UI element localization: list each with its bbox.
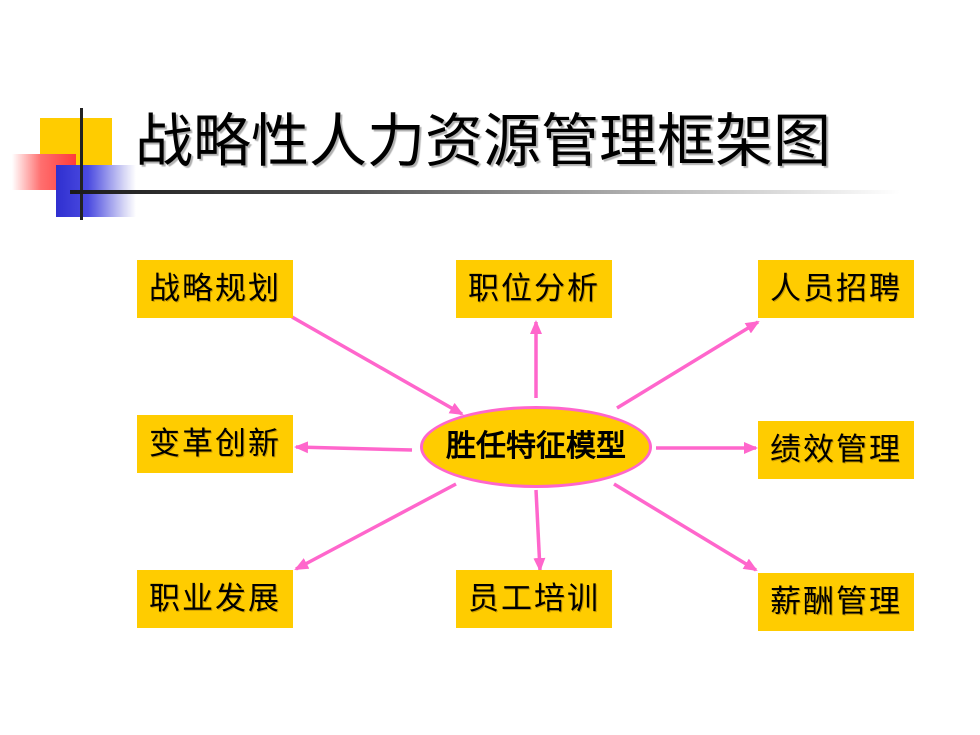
arrow-strategy-to-center xyxy=(291,315,464,416)
page-title: 战略性人力资源管理框架图 xyxy=(135,107,832,175)
arrow-center-to-recruitment xyxy=(616,320,760,410)
node-strategy-planning: 战略规划 xyxy=(137,260,293,318)
title-underline xyxy=(70,190,900,194)
arrow-center-to-career xyxy=(294,482,457,571)
arrow-center-to-training xyxy=(533,489,546,572)
node-compensation-management: 薪酬管理 xyxy=(758,573,914,631)
node-job-analysis: 职位分析 xyxy=(456,260,612,318)
decor-vertical-line xyxy=(80,108,83,220)
node-employee-training: 员工培训 xyxy=(456,570,612,628)
node-change-innovation: 变革创新 xyxy=(137,415,293,473)
arrow-center-to-change xyxy=(294,441,413,454)
node-recruitment: 人员招聘 xyxy=(758,260,914,318)
node-career-development: 职业发展 xyxy=(137,570,293,628)
arrow-center-to-compensation xyxy=(613,482,758,572)
center-node-competency-model: 胜任特征模型 xyxy=(420,406,652,488)
node-performance-management: 绩效管理 xyxy=(758,421,914,479)
